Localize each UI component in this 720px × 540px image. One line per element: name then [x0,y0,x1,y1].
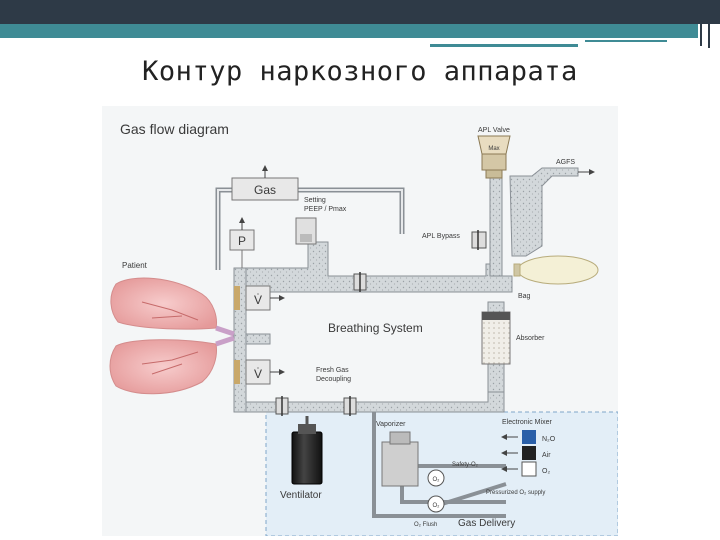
breathing-system-label: Breathing System [328,321,423,335]
air-label: Air [542,452,551,459]
max-label: Max [488,146,499,152]
ventilator [291,416,323,485]
slide-title: Контур наркозного аппарата [142,56,578,87]
gas-label: Gas [254,183,276,197]
gauge2-label: O₂ [433,503,441,509]
o2-flush-label: O₂ Flush [414,522,437,528]
decoupling-label: Decoupling [316,376,351,383]
apl-valve [477,135,511,179]
pressurized-o2-label: Pressurized O₂ supply [486,490,545,496]
inspiratory-valve [353,272,367,292]
sensor-element-top [234,286,240,310]
sensor-element-bottom [234,360,240,384]
diagram-title: Gas flow diagram [120,121,229,137]
setting-sub-label: PEEP / Pmax [304,206,347,213]
absorber-label: Absorber [516,335,545,342]
flow-top-label: V̇ [254,293,262,307]
n2o-label: N₂O [542,436,556,443]
bag-label: Bag [518,293,531,300]
vaporizer [381,431,419,487]
accent-bar [0,24,698,38]
deco-line-2 [585,40,667,42]
o2-label: O₂ [542,468,550,475]
apl-column [489,167,579,277]
breathing-bag [513,255,599,285]
mixer-arrows [501,434,518,472]
apl-bypass-label: APL Bypass [422,233,460,240]
electronic-mixer-label: Electronic Mixer [502,419,552,426]
pressure-label: P [238,234,246,248]
safety-o2-gauge [427,469,445,487]
decoupling-valves [275,396,357,416]
setting-label: Setting [304,197,326,204]
deco-vline-1 [700,0,702,46]
apl-bypass-valve [471,230,487,250]
patient-label: Patient [122,261,148,270]
absorber [481,311,511,365]
gas-flow-diagram: Gas flow diagram Gas Setting PEEP / Pmax… [102,106,618,536]
agfs-label: AGFS [556,159,575,166]
ventilator-label: Ventilator [280,490,322,501]
safety-o2-label: Safety-O₂ [452,462,479,468]
fresh-gas-label: Fresh Gas [316,367,349,374]
lungs-image [109,277,235,395]
gauge1-label: O₂ [433,477,441,483]
flow-sensor-top [245,285,271,311]
peep-valve [295,217,317,245]
deco-line-1 [430,44,578,47]
electronic-mixer [521,430,537,477]
apl-valve-label: APL Valve [478,127,510,134]
o2-flush-gauge [427,495,445,513]
gas-line-inner [217,189,403,270]
top-bar [0,0,720,24]
gas-delivery-label: Gas Delivery [458,518,515,529]
deco-vline-2 [708,24,710,48]
vaporizer-label: Vaporizer [376,421,406,428]
flow-bottom-label: V̇ [254,367,262,381]
